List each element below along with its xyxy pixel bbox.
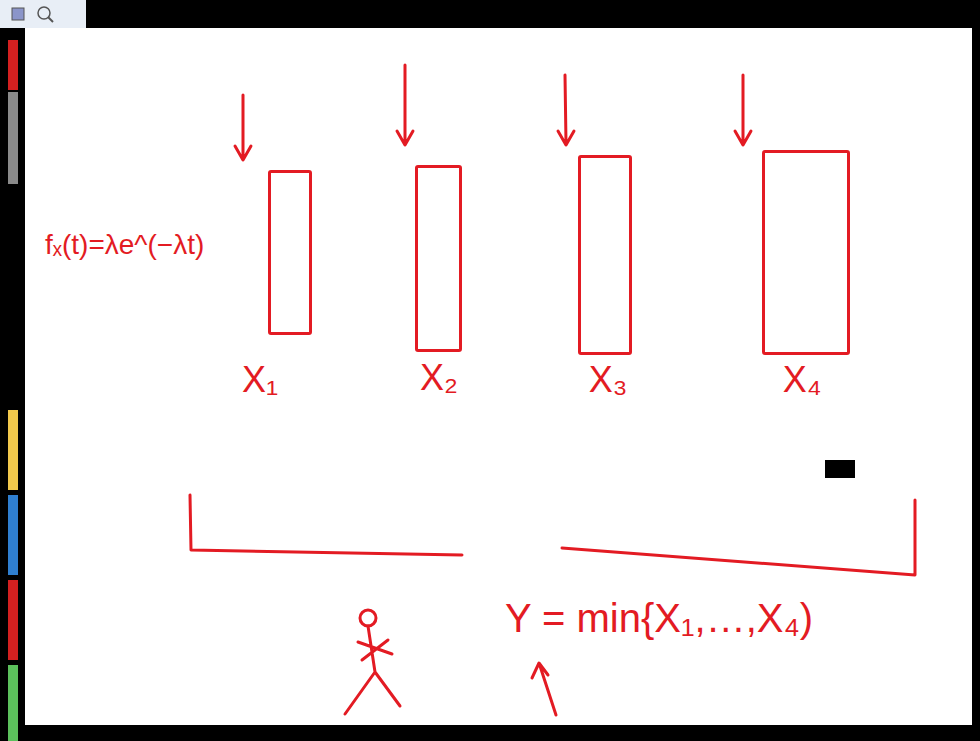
sample-box: X₁ (268, 170, 312, 409)
box-outline (578, 155, 632, 355)
down-arrow (235, 95, 251, 160)
variable-label: X₃ (589, 360, 628, 400)
stick-figure-head (360, 610, 376, 626)
bracket (190, 495, 462, 555)
side-tab (8, 410, 18, 490)
box-outline (415, 165, 462, 352)
side-tab (8, 495, 18, 575)
down-arrow (397, 65, 413, 145)
toolbar-icons (0, 0, 86, 28)
sample-box: X₄ (762, 150, 850, 429)
variable-label: X₄ (783, 360, 822, 400)
side-tab (8, 580, 18, 660)
box-outline (762, 150, 850, 355)
whiteboard (25, 28, 972, 725)
side-tab (8, 40, 18, 90)
box-outline (268, 170, 312, 335)
down-arrow (735, 75, 751, 145)
variable-label: X₂ (420, 358, 458, 398)
density-formula: fₓ(t)=λe^(−λt) (45, 230, 204, 261)
side-tab (8, 92, 18, 184)
pointer-arrow (532, 663, 556, 715)
cursor-block (825, 460, 855, 478)
stick-figure (345, 626, 400, 714)
variable-label: X₁ (242, 360, 278, 400)
min-formula: Y = min{X₁,…,X₄) (505, 596, 813, 640)
zoom-icon-handle (48, 17, 53, 22)
sample-box: X₂ (415, 165, 462, 426)
toolbar-icon (12, 8, 24, 20)
bracket (562, 500, 915, 575)
sample-box: X₃ (578, 155, 632, 429)
side-tab (8, 665, 18, 741)
down-arrow (558, 75, 574, 145)
